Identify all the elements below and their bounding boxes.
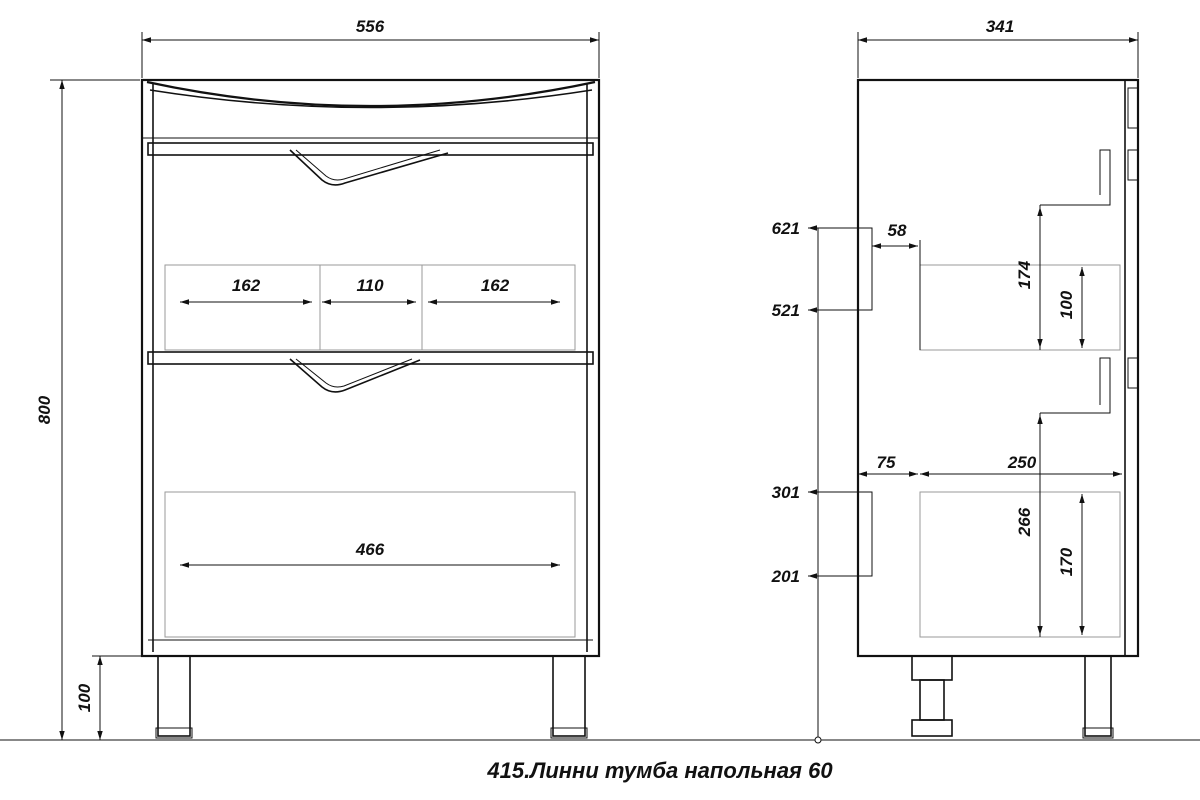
cabinet-body: [140, 78, 601, 658]
upper-drawer-handle: [289, 149, 449, 186]
lower-drawer-box: [164, 491, 576, 638]
side-leg-front: [1084, 655, 1112, 737]
front-leg-right: [552, 655, 586, 737]
dim-upper-inner: 100: [1057, 290, 1076, 319]
dim-lower-outer: 266: [1015, 507, 1034, 537]
side-lower-drawer: [919, 491, 1121, 638]
side-body: [856, 78, 1140, 658]
mark-521: 521: [772, 301, 800, 320]
dim-upper-section-1: 162: [232, 276, 261, 295]
caption: 415.Линни тумба напольная 60: [486, 758, 833, 783]
side-leg-back: [911, 655, 953, 681]
mark-201: 201: [771, 567, 800, 586]
side-view: 341 621 521 301 201 58 174 100 75 250 26…: [771, 17, 1140, 744]
dim-depth: 341: [986, 17, 1014, 36]
lower-drawer-handle: [289, 358, 421, 393]
dim-upper-section-3: 162: [481, 276, 510, 295]
dim-height: 800: [35, 395, 54, 424]
dim-offset-upper: 58: [888, 221, 907, 240]
upper-drawer-front: [147, 142, 594, 156]
front-leg-left: [157, 655, 191, 737]
mark-301: 301: [772, 483, 800, 502]
mark-621: 621: [772, 219, 800, 238]
front-view: 556 800 100 162 110 162 466: [35, 17, 601, 740]
dim-leg-height: 100: [75, 683, 94, 712]
basin-top: [146, 80, 596, 108]
dim-upper-outer: 174: [1015, 260, 1034, 289]
dim-lower-inner: 170: [1057, 547, 1076, 576]
upper-drawer-box: [164, 264, 576, 351]
lower-drawer-front: [147, 351, 594, 365]
dim-upper-section-2: 110: [356, 276, 384, 295]
dim-lower-drawer: 466: [355, 540, 385, 559]
dim-offset-lower: 75: [877, 453, 896, 472]
dim-width: 556: [356, 17, 385, 36]
dim-lower-depth: 250: [1007, 453, 1037, 472]
